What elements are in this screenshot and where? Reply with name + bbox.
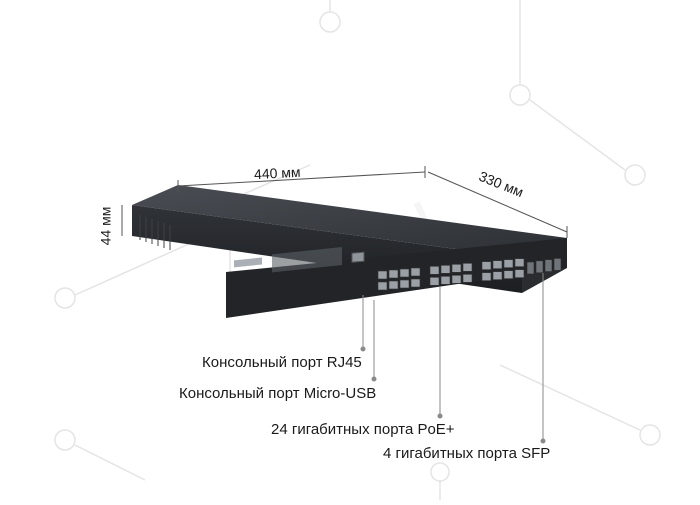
poe-port xyxy=(399,268,410,278)
sfp-port xyxy=(553,258,562,271)
callout-sfp-ports: 4 гигабитных порта SFP xyxy=(383,445,551,462)
poe-port xyxy=(388,269,399,279)
poe-port xyxy=(503,259,514,268)
poe-port xyxy=(492,271,503,280)
poe-port xyxy=(410,278,421,288)
width-dimension-label: 440 мм xyxy=(253,163,301,183)
callout-rj45-console: Консольный порт RJ45 xyxy=(202,354,362,371)
poe-port xyxy=(481,261,492,270)
poe-port xyxy=(481,272,492,281)
poe-port xyxy=(388,280,399,290)
sfp-port xyxy=(544,259,553,272)
poe-port xyxy=(377,281,388,291)
poe-port xyxy=(429,266,440,275)
poe-port xyxy=(451,264,462,273)
led-panel xyxy=(272,247,342,273)
poe-port xyxy=(503,270,514,279)
sfp-port-grid xyxy=(526,258,562,275)
rj45-console-port xyxy=(351,251,365,263)
side-vents xyxy=(139,215,171,250)
callout-poe-ports: 24 гигабитных порта PoE+ xyxy=(271,421,455,438)
poe-port xyxy=(514,269,525,278)
sfp-port xyxy=(535,260,544,274)
callout-leaders xyxy=(360,273,546,444)
poe-port xyxy=(462,263,473,272)
chassis-top xyxy=(132,185,567,258)
poe-port xyxy=(440,265,451,274)
poe-port xyxy=(377,270,388,280)
dimension-lines xyxy=(121,166,568,238)
tp-link-logo xyxy=(234,257,262,268)
poe-port xyxy=(492,260,503,269)
height-dimension-label: 44 мм xyxy=(97,206,114,246)
poe-port xyxy=(440,276,451,285)
poe-port xyxy=(429,277,440,286)
poe-port xyxy=(410,267,421,277)
poe-port-grid xyxy=(377,258,525,291)
callout-micro-usb-console: Консольный порт Micro-USB xyxy=(179,385,377,402)
poe-port xyxy=(462,274,473,283)
poe-port xyxy=(399,279,410,289)
poe-port xyxy=(451,275,462,284)
poe-port xyxy=(514,258,525,267)
sfp-port xyxy=(526,261,535,275)
